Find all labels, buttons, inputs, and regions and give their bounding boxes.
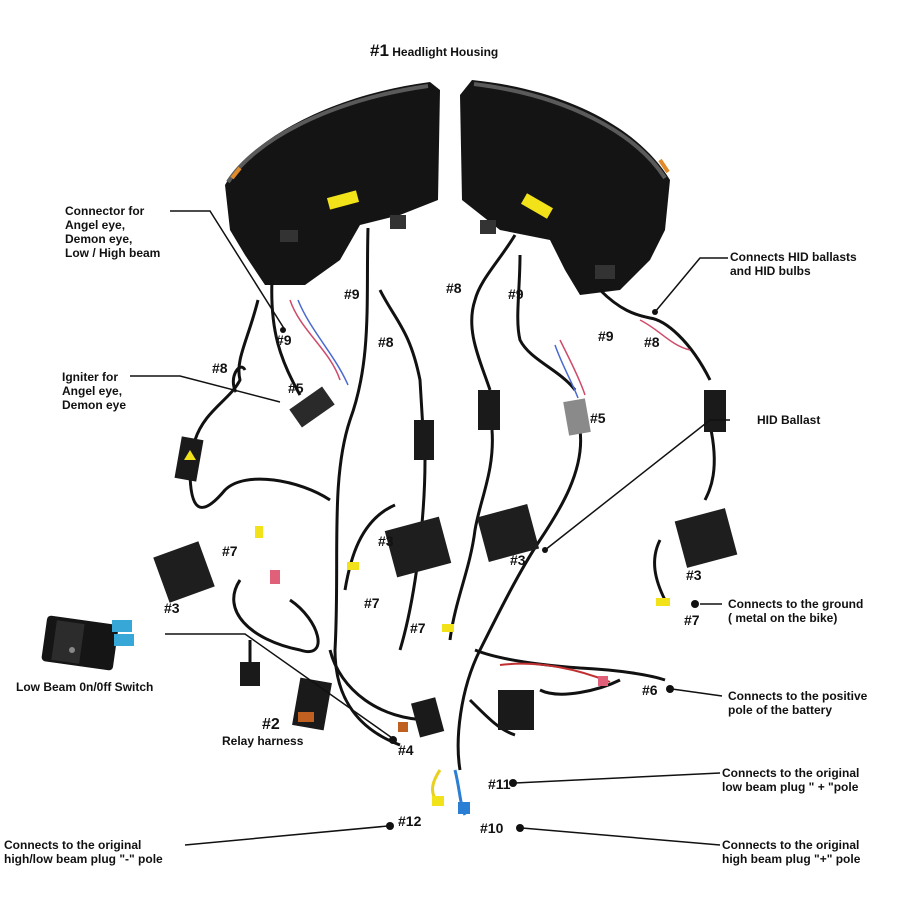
marker-3-left-b: #3 bbox=[164, 600, 180, 616]
relay-number: #2 bbox=[262, 716, 280, 733]
callout-relay: Relay harness bbox=[222, 734, 304, 748]
marker-11: #11 bbox=[488, 776, 511, 792]
housing-yellow-label-right bbox=[521, 193, 553, 219]
marker-7-right-b: #7 bbox=[684, 612, 700, 628]
callout-switch: Low Beam 0n/0ff Switch bbox=[16, 680, 154, 694]
marker-10: #10 bbox=[480, 820, 504, 836]
marker-3-right-b: #3 bbox=[686, 567, 702, 583]
marker-5-left: #5 bbox=[288, 380, 304, 396]
callout-minus-pole: Connects to the original high/low beam p… bbox=[4, 838, 163, 866]
callout-low-beam-plus: Connects to the original low beam plug "… bbox=[722, 766, 860, 794]
marker-6: #6 bbox=[642, 682, 658, 698]
callout-igniter: Igniter for Angel eye, Demon eye bbox=[62, 370, 127, 412]
callout-hid-bulbs: Connects HID ballasts and HID bulbs bbox=[730, 250, 857, 278]
callout-ground: Connects to the ground ( metal on the bi… bbox=[728, 597, 864, 625]
marker-9-right-a: #9 bbox=[508, 286, 524, 302]
callout-hid-ballast: HID Ballast bbox=[757, 413, 821, 427]
marker-8-right-b: #8 bbox=[644, 334, 660, 350]
marker-5-right: #5 bbox=[590, 410, 606, 426]
marker-12: #12 bbox=[398, 813, 422, 829]
ground-terminals bbox=[255, 526, 670, 806]
igniters bbox=[289, 386, 591, 436]
marker-4: #4 bbox=[398, 742, 414, 758]
marker-8-right-a: #8 bbox=[446, 280, 462, 296]
marker-7-left-b: #7 bbox=[364, 595, 380, 611]
marker-3-right-a: #3 bbox=[510, 552, 526, 568]
marker-9-right-b: #9 bbox=[598, 328, 614, 344]
marker-9-left: #9 bbox=[276, 332, 292, 348]
on-off-switch-graphic bbox=[41, 615, 134, 671]
marker-3-left-a: #3 bbox=[378, 533, 394, 549]
callout-connector: Connector for Angel eye, Demon eye, Low … bbox=[65, 204, 161, 260]
pointer-dots bbox=[280, 309, 699, 832]
title: #1 Headlight Housing bbox=[370, 41, 499, 60]
pointer-lines bbox=[130, 210, 730, 846]
callout-positive: Connects to the positive pole of the bat… bbox=[728, 689, 868, 717]
title-number: #1 bbox=[370, 41, 389, 60]
marker-7-right-a: #7 bbox=[410, 620, 426, 636]
relay-box bbox=[292, 677, 332, 731]
inline-modules bbox=[174, 390, 726, 738]
marker-9-left-upper: #9 bbox=[344, 286, 360, 302]
blue-terminal bbox=[458, 802, 470, 814]
marker-8-left-mid: #8 bbox=[212, 360, 228, 376]
title-text: Headlight Housing bbox=[392, 45, 499, 59]
headlight-housing-left bbox=[225, 82, 440, 285]
relay-label bbox=[298, 712, 314, 722]
marker-7-left-a: #7 bbox=[222, 543, 238, 559]
headlight-housing-right bbox=[460, 80, 670, 295]
marker-8-left: #8 bbox=[378, 334, 394, 350]
wiring bbox=[188, 227, 716, 771]
callout-high-beam-plus: Connects to the original high beam plug … bbox=[722, 838, 861, 866]
hid-ballasts bbox=[153, 504, 738, 603]
housing-yellow-label-left bbox=[326, 190, 360, 210]
